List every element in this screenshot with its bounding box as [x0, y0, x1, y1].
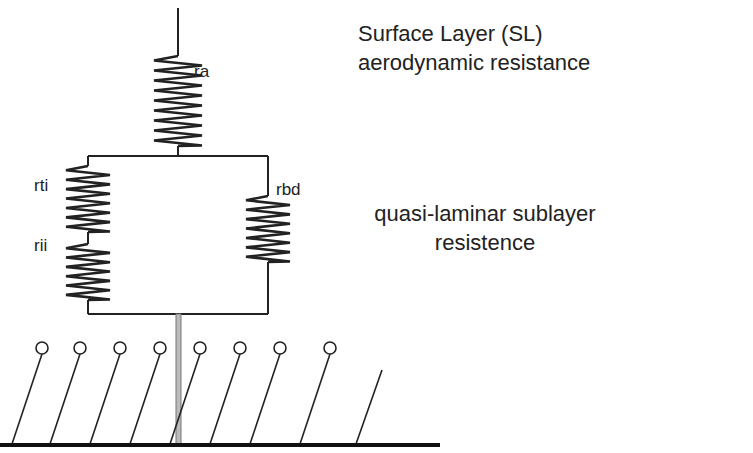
plant-head [154, 342, 166, 354]
resistor-symbol [66, 244, 110, 300]
plant-head [324, 342, 336, 354]
wire [88, 8, 268, 314]
layer-label: Surface Layer (SL) aerodynamic resistanc… [358, 20, 620, 77]
wire [87, 300, 89, 314]
plant-stem [170, 354, 200, 444]
plant-head [36, 342, 48, 354]
wire [177, 146, 179, 156]
plant-stem [130, 354, 160, 444]
resistor-symbol [246, 196, 290, 262]
wire [177, 8, 179, 56]
resistor-label: rbd [276, 180, 301, 200]
plant-stem [50, 354, 80, 444]
resistor-symbol [66, 166, 110, 232]
plant-head [114, 342, 126, 354]
resistor-label: rti [34, 176, 48, 196]
resistor-label: rii [34, 236, 47, 256]
plant-stem [250, 354, 280, 444]
wire [87, 156, 89, 166]
wire [267, 156, 269, 196]
plant-head [194, 342, 206, 354]
wire [87, 232, 89, 244]
plant-stem [300, 354, 330, 444]
plant-head [74, 342, 86, 354]
plant-stem [210, 354, 240, 444]
plant-stem [90, 354, 120, 444]
wire [88, 155, 268, 157]
plant-stem [12, 354, 42, 444]
resistor-label: ra [194, 62, 209, 82]
canopy [12, 342, 382, 444]
ground-line [0, 443, 440, 447]
plant-head [274, 342, 286, 354]
layer-label: quasi-laminar sublayer resistence [350, 200, 620, 257]
wire [267, 262, 269, 314]
plant-stem [356, 370, 382, 444]
plant-head [234, 342, 246, 354]
resistor-group [66, 56, 290, 300]
